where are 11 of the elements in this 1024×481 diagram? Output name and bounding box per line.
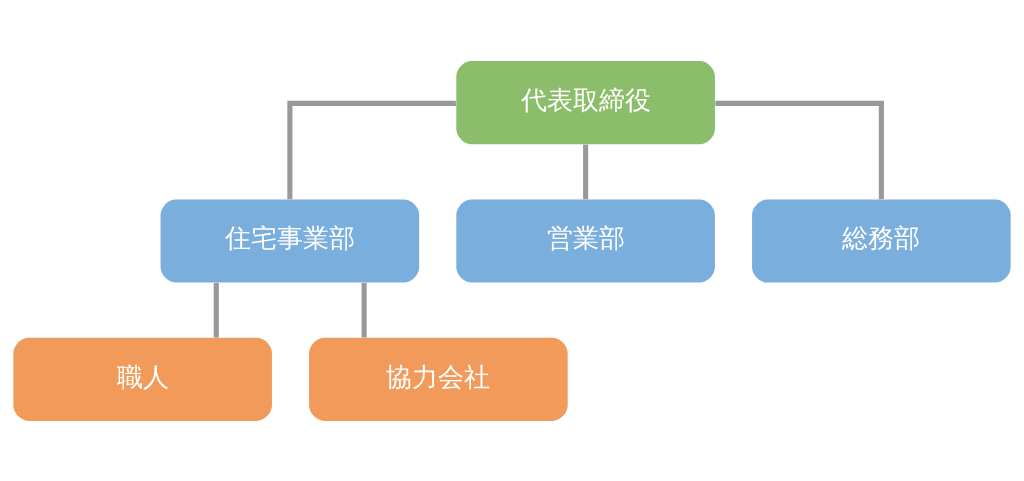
- node-box: 総務部: [752, 198, 1011, 283]
- node-box: 代表取締役: [456, 60, 715, 144]
- connector: [361, 282, 367, 338]
- node-box: 営業部: [456, 198, 715, 283]
- connector: [583, 144, 589, 199]
- connector: [213, 282, 219, 338]
- node-box: 協力会社: [309, 337, 568, 421]
- node-box: 住宅事業部: [160, 198, 420, 283]
- connector: [715, 100, 884, 199]
- node-box: 職人: [13, 337, 272, 421]
- connector: [287, 100, 456, 199]
